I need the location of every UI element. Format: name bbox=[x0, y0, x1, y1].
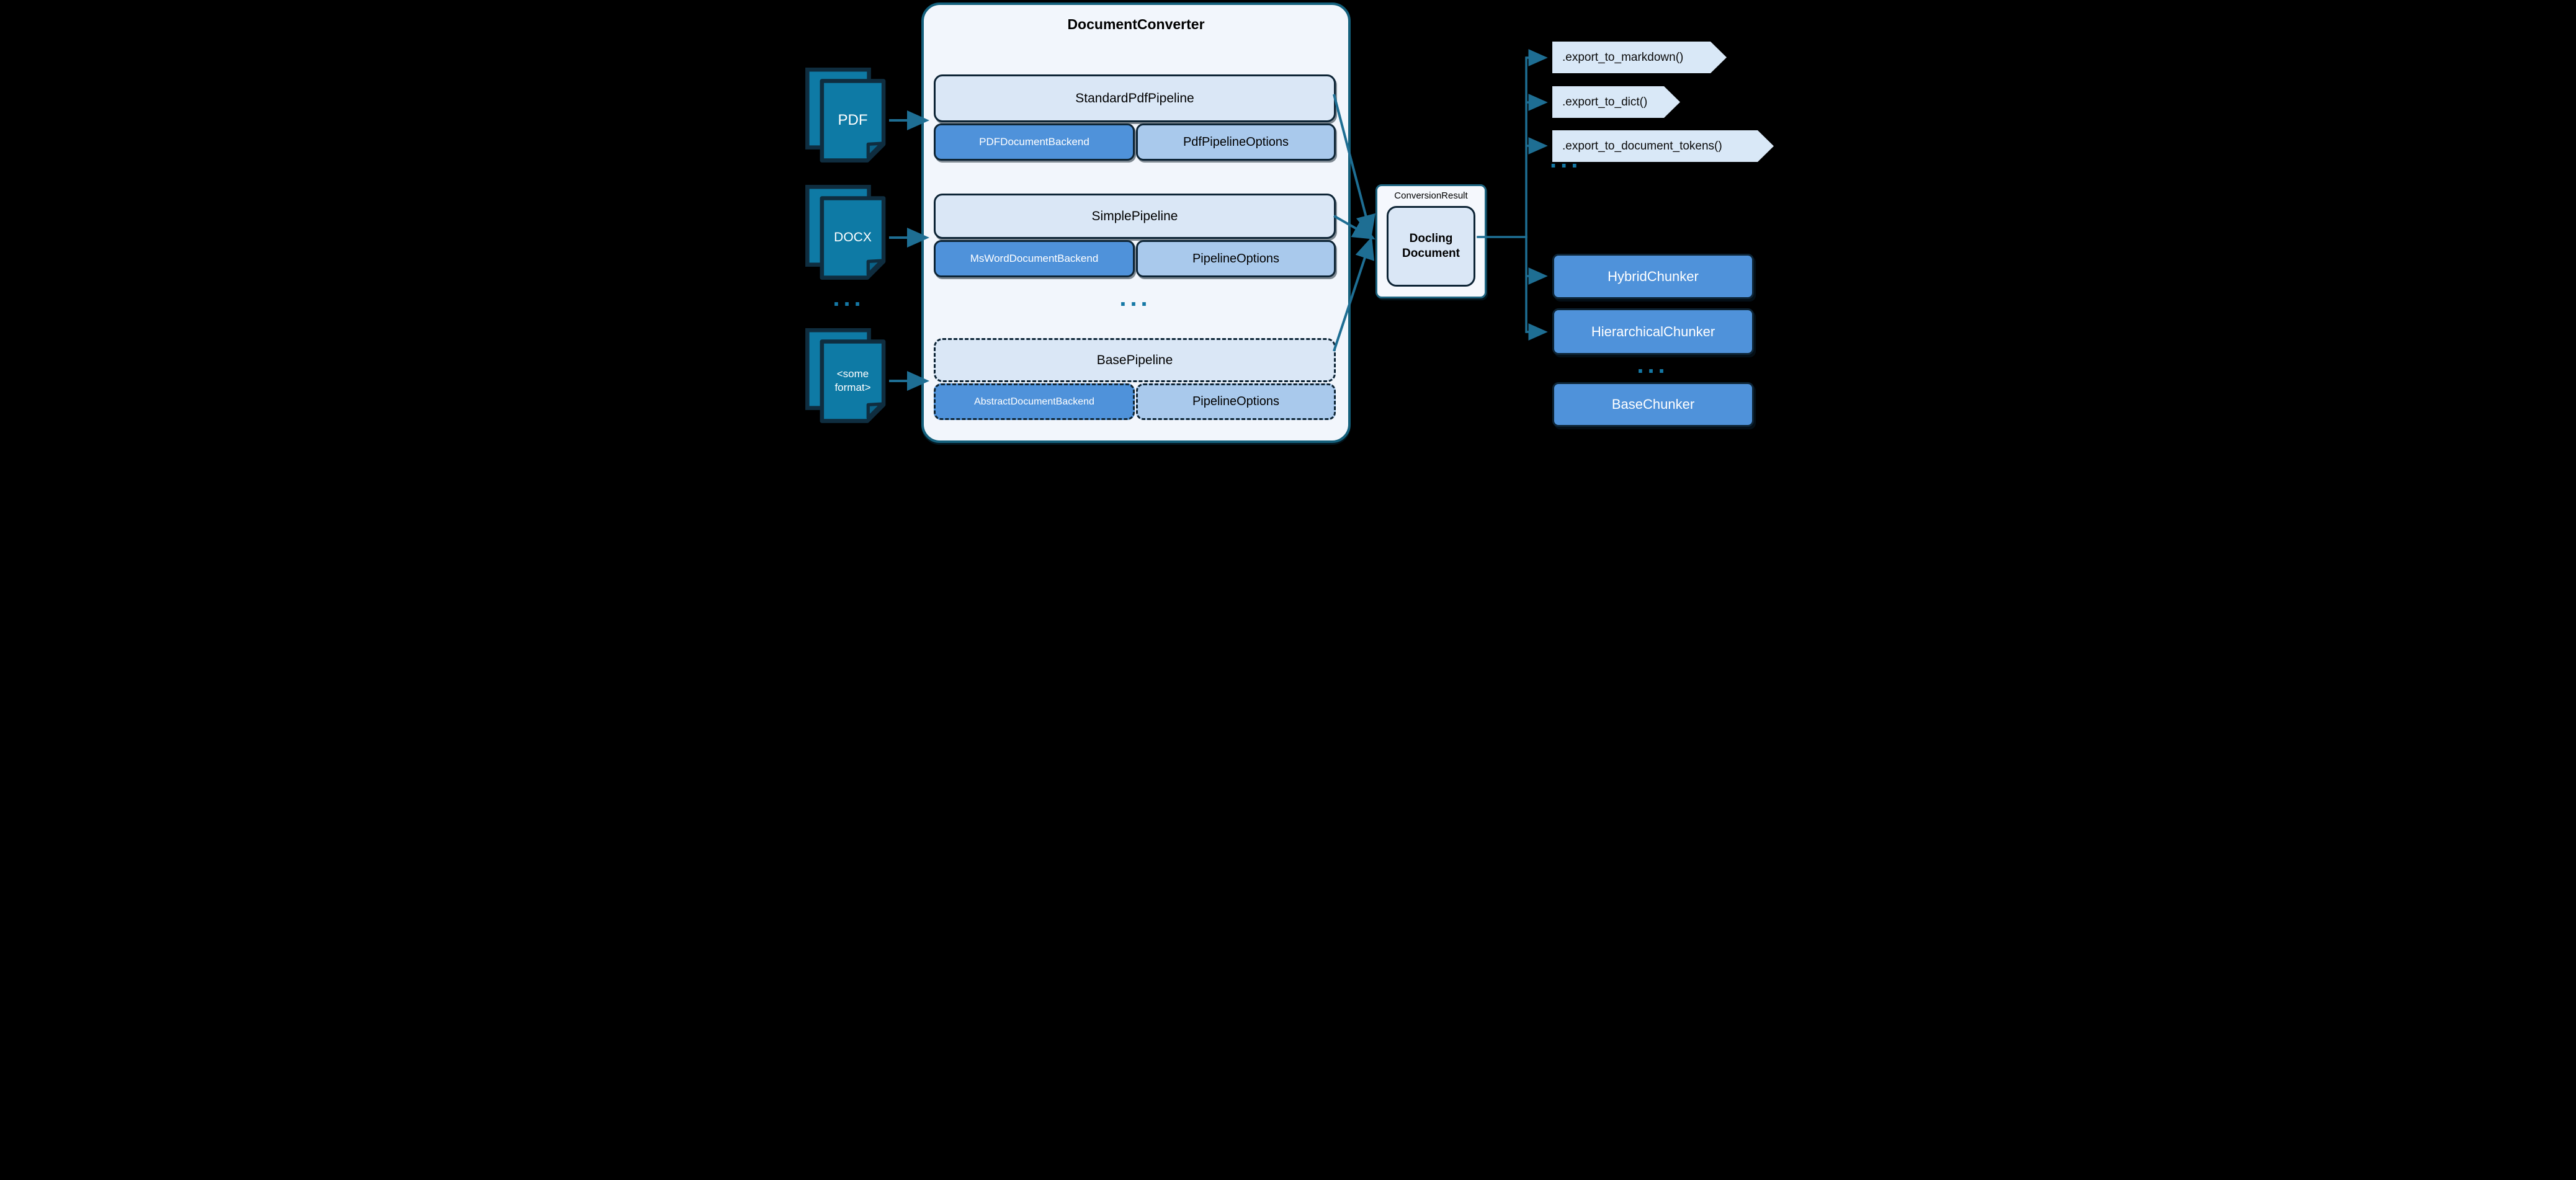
export-to-markdown: .export_to_markdown() bbox=[1552, 42, 1727, 73]
hierarchical-chunker: HierarchicalChunker bbox=[1552, 308, 1754, 355]
backend-pdf-label: PDFDocumentBackend bbox=[979, 136, 1089, 148]
options-simple: PipelineOptions bbox=[1136, 240, 1336, 277]
backend-msword: MsWordDocumentBackend bbox=[934, 240, 1135, 277]
document-stack-icon bbox=[805, 328, 886, 423]
export-to-dict-label: .export_to_dict() bbox=[1562, 95, 1648, 109]
hybrid-chunker-label: HybridChunker bbox=[1608, 268, 1699, 284]
backend-abstract: AbstractDocumentBackend bbox=[934, 383, 1135, 420]
pipeline-standard-pdf: StandardPdfPipeline bbox=[934, 74, 1336, 122]
input-pdf: PDF bbox=[804, 66, 888, 167]
export-to-document-tokens: .export_to_document_tokens() bbox=[1552, 130, 1774, 162]
input-docx-label: DOCX bbox=[834, 230, 872, 245]
base-chunker-label: BaseChunker bbox=[1611, 396, 1695, 412]
pipeline-simple-label: SimplePipeline bbox=[1091, 208, 1178, 223]
options-pdf: PdfPipelineOptions bbox=[1136, 123, 1336, 161]
docling-document-box: Docling Document bbox=[1387, 206, 1475, 287]
pipeline-simple: SimplePipeline bbox=[934, 194, 1336, 239]
options-base-label: PipelineOptions bbox=[1192, 395, 1280, 408]
pipeline-standard-pdf-label: StandardPdfPipeline bbox=[1075, 91, 1194, 105]
export-to-markdown-label: .export_to_markdown() bbox=[1562, 50, 1684, 64]
base-chunker: BaseChunker bbox=[1552, 382, 1754, 427]
backend-msword-label: MsWordDocumentBackend bbox=[970, 253, 1099, 264]
options-base: PipelineOptions bbox=[1136, 383, 1336, 420]
input-pdf-label: PDF bbox=[838, 112, 868, 129]
pipeline-base-label: BasePipeline bbox=[1096, 352, 1173, 367]
backend-abstract-label: AbstractDocumentBackend bbox=[974, 396, 1094, 407]
backend-pdf: PDFDocumentBackend bbox=[934, 123, 1135, 161]
document-stack-icon bbox=[805, 67, 886, 163]
docling-document-line2: Document bbox=[1402, 247, 1460, 260]
input-some-format-label: <some format> bbox=[822, 341, 883, 421]
input-some-format-line2: format> bbox=[834, 382, 871, 393]
input-some-format-line1: <some bbox=[836, 367, 869, 380]
input-docx: DOCX bbox=[804, 184, 888, 284]
docling-document-line1: Docling bbox=[1409, 232, 1453, 246]
conversion-result-label: ConversionResult bbox=[1394, 190, 1468, 201]
document-stack-icon bbox=[805, 184, 886, 280]
hybrid-chunker: HybridChunker bbox=[1552, 254, 1754, 299]
options-simple-label: PipelineOptions bbox=[1192, 251, 1280, 266]
export-to-document-tokens-label: .export_to_document_tokens() bbox=[1562, 139, 1722, 153]
input-some-format: <some format> bbox=[804, 327, 888, 427]
exports-ellipsis: ... bbox=[1550, 146, 1582, 173]
hierarchical-chunker-label: HierarchicalChunker bbox=[1591, 323, 1715, 339]
pipeline-base: BasePipeline bbox=[934, 338, 1336, 382]
converter-ellipsis: ... bbox=[1119, 284, 1152, 311]
inputs-ellipsis: ... bbox=[833, 284, 865, 311]
chunkers-ellipsis: ... bbox=[1637, 351, 1669, 378]
docling-architecture-diagram: DocumentConverter StandardPdfPipeline PD… bbox=[802, 0, 1774, 445]
document-converter-title: DocumentConverter bbox=[1067, 16, 1205, 32]
conversion-result-box: ConversionResult Docling Document bbox=[1375, 184, 1487, 298]
export-to-dict: .export_to_dict() bbox=[1552, 86, 1680, 118]
options-pdf-label: PdfPipelineOptions bbox=[1183, 135, 1289, 149]
